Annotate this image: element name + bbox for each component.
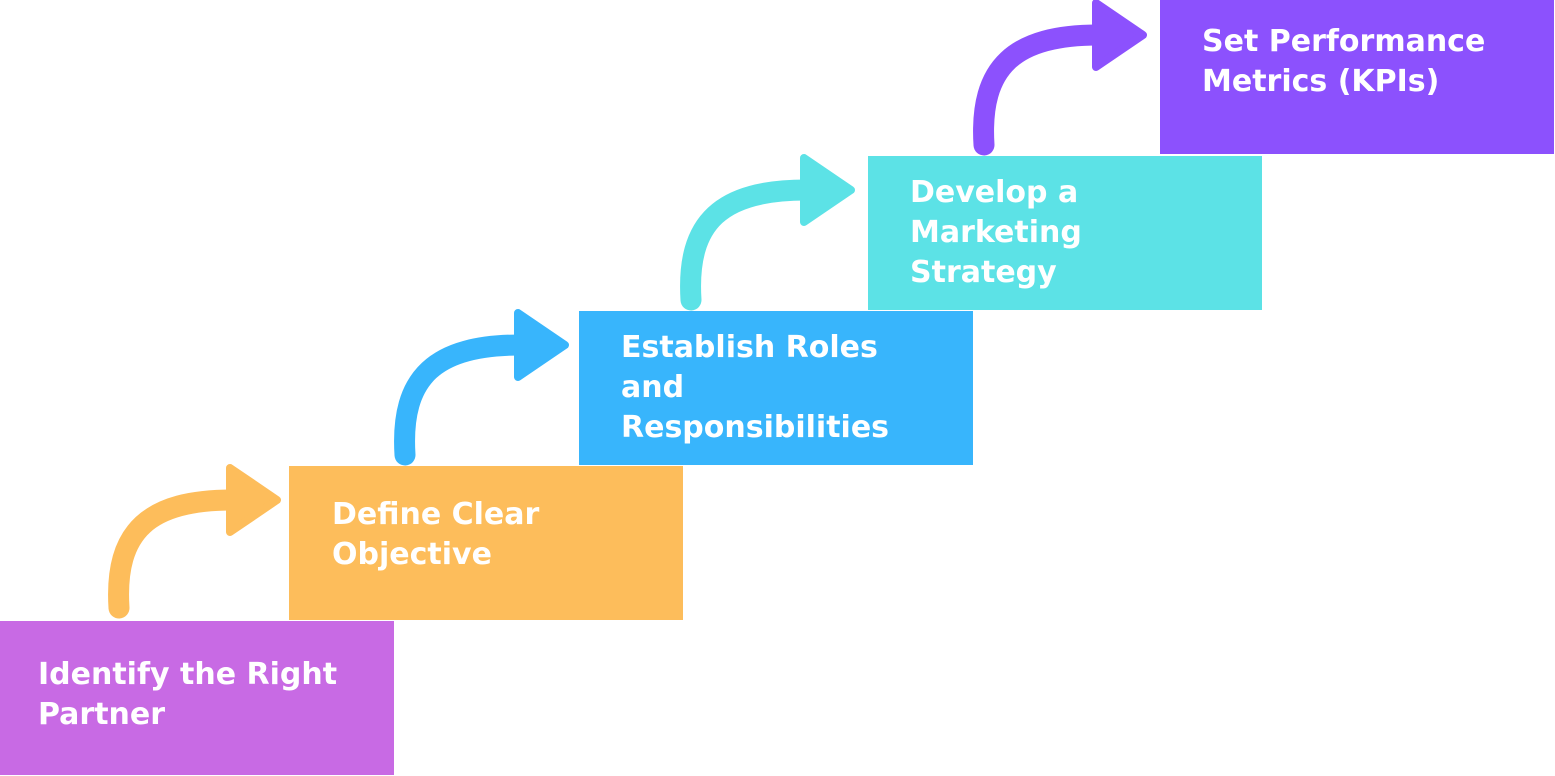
step-establish-roles: Establish Roles and Responsibilities <box>579 311 973 465</box>
curved-arrow-icon <box>394 309 569 466</box>
step-label: Develop a Marketing Strategy <box>910 175 1082 290</box>
curved-arrow-icon <box>973 0 1147 156</box>
step-define-objective: Define Clear Objective <box>289 466 683 620</box>
curved-arrow-icon <box>680 154 855 311</box>
step-marketing-strategy: Develop a Marketing Strategy <box>868 156 1262 310</box>
step-performance-metrics: Set Performance Metrics (KPIs) <box>1160 0 1554 154</box>
curved-arrow-icon <box>108 464 281 619</box>
step-label: Set Performance Metrics (KPIs) <box>1202 24 1486 99</box>
step-label: Establish Roles and Responsibilities <box>621 330 890 445</box>
step-identify-partner: Identify the Right Partner <box>0 621 394 775</box>
step-label: Identify the Right Partner <box>38 657 338 732</box>
step-label: Define Clear Objective <box>332 497 540 572</box>
